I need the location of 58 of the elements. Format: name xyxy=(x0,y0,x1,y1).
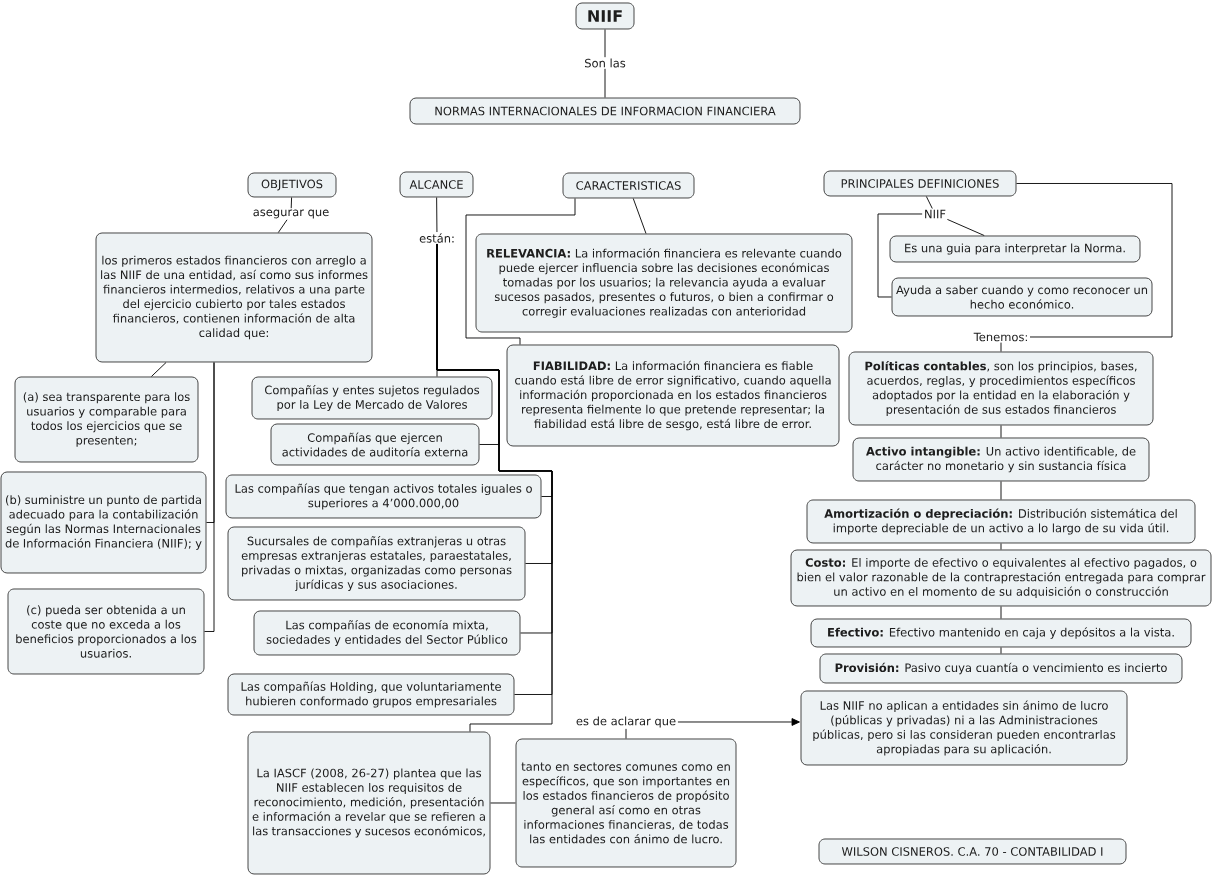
linking-phrase: Tenemos: xyxy=(972,331,1030,343)
concept-box: Las compañías Holding, que voluntariamente hubieren conformado grupos empresariales xyxy=(227,673,515,716)
connector-line xyxy=(632,198,647,234)
connector-line xyxy=(946,218,985,236)
linking-phrase: asegurar que xyxy=(251,208,331,220)
note-box: WILSON CISNEROS. C.A. 70 - CONTABILIDAD I xyxy=(818,838,1127,865)
concept-box: Compañías y entes sujetos regulados por la Ley de Mercado de Valores xyxy=(251,376,493,420)
concept-box: RELEVANCIA: La información financiera es relevante cuando puede ejercer influencia sobre las decisiones económicas tomadas por los usuarios; la relevancia ayuda a evaluar sucesos pasados, presentes o futuros, o bien a confirmar o corregir evaluaciones realizadas con anterioridad xyxy=(475,233,853,333)
concept-box: Las compañías de economía mixta, sociedades y entidades del Sector Público xyxy=(253,610,521,656)
connector-line xyxy=(604,29,606,58)
connector-line xyxy=(204,362,215,632)
connector-line xyxy=(465,198,576,345)
concept-box: Activo intangible: Un activo identificable, de carácter no monetario y sin sustancia física xyxy=(852,437,1150,482)
connector-line xyxy=(1000,342,1002,352)
connector-line xyxy=(290,197,293,209)
arrow xyxy=(677,718,800,726)
concept-box: tanto en sectores comunes como en específicos, que son importantes en los estados financieros de propósito general así como en otras informaciones financieras, de todas las entidades con ánimo de lucro. xyxy=(515,738,737,868)
connector-line xyxy=(436,197,438,233)
connector-line xyxy=(1000,481,1002,500)
concept-box: NIIF xyxy=(575,2,635,30)
connector-line xyxy=(1000,543,1002,550)
concept-box: Provisión: Pasivo cuya cuantía o vencimiento es incierto xyxy=(819,653,1183,684)
connector-line xyxy=(1000,606,1002,619)
concept-box: Es una guia para interpretar la Norma. xyxy=(889,235,1141,263)
connector-line xyxy=(490,802,516,804)
linking-phrase: NIIF xyxy=(922,208,948,220)
concept-box: Costo: El importe de efectivo o equivalentes al efectivo pagados, o bien el valor razonable de la contraprestación entregada para comprar un activo en el momento de su adquisición o construcción xyxy=(790,549,1212,607)
concept-box: ALCANCE xyxy=(399,171,474,198)
concept-box: Ayuda a saber cuando y como reconocer un hecho económico. xyxy=(891,277,1153,317)
connector-line xyxy=(625,728,627,739)
connector-line xyxy=(1016,183,1173,338)
concept-box: PRINCIPALES DEFINICIONES xyxy=(823,170,1017,197)
concept-box: Compañías que ejercen actividades de auditoría externa xyxy=(270,423,480,466)
concept-box: los primeros estados financieros con arreglo a las NIIF de una entidad, así como sus informes financieros intermedios, relativos a una parte del ejercicio cubierto por tales estados financieros, contienen información de alta calidad que: xyxy=(95,232,373,363)
connector-line xyxy=(925,196,933,210)
concept-box: (c) pueda ser obtenida a un coste que no exceda a los beneficios proporcionados a los usuarios. xyxy=(7,588,205,675)
concept-box: FIABILIDAD: La información financiera es fiable cuando está libre de error significativo, cuando aquella información proporcionada en los estados financieros representa fielmente lo que pretende representar; la fiabilidad está libre de sesgo, está libre de error. xyxy=(506,344,840,447)
connector-line xyxy=(277,219,288,233)
connector-line xyxy=(877,213,923,298)
concept-box: Sucursales de compañías extranjeras u otras empresas extranjeras estatales, paraestatales, privadas o mixtas, organizadas como personas jurídicas y sus asociaciones. xyxy=(227,526,526,601)
concept-box: Las compañías que tengan activos totales iguales o superiores a 4’000.000,00 xyxy=(225,474,542,519)
connector-line xyxy=(1000,647,1002,654)
linking-phrase: están: xyxy=(417,232,457,244)
concept-box: Políticas contables, son los principios, bases, acuerdos, reglas, y procedimientos específicos adoptados por la entidad en la elaboración y presentación de sus estados financieros xyxy=(848,351,1154,426)
concept-box: Amortización o depreciación: Distribución sistemática del importe depreciable de un activo a lo largo de su vida útil. xyxy=(806,499,1196,544)
concept-box: NORMAS INTERNACIONALES DE INFORMACION FINANCIERA xyxy=(409,97,801,125)
connector-line xyxy=(1000,425,1002,438)
linking-phrase: Son las xyxy=(582,57,628,69)
concept-box: La IASCF (2008, 26-27) plantea que las NIIF establecen los requisitos de reconocimiento, medición, presentación e información a revelar que se refieren a las transacciones y sucesos económicos, xyxy=(247,731,491,875)
concept-box: OBJETIVOS xyxy=(247,172,337,198)
concept-box: Efectivo: Efectivo mantenido en caja y depósitos a la vista. xyxy=(810,618,1192,648)
concept-box: Las NIIF no aplican a entidades sin ánimo de lucro (públicas y privadas) ni a las Administraciones públicas, pero si las consideran pueden encontrarlas apropiadas para su aplicación. xyxy=(800,690,1128,766)
concept-box: CARACTERISTICAS xyxy=(562,172,695,199)
connector-line xyxy=(604,68,606,98)
concept-box: (b) suministre un punto de partida adecuado para la contabilización según las Normas Internacionales de Información Financiera (NIIF); y xyxy=(0,471,207,574)
concept-box: (a) sea transparente para los usuarios y comparable para todos los ejercicios que se presenten; xyxy=(14,376,199,463)
connector-line xyxy=(150,362,167,377)
linking-phrase: es de aclarar que xyxy=(574,715,678,729)
